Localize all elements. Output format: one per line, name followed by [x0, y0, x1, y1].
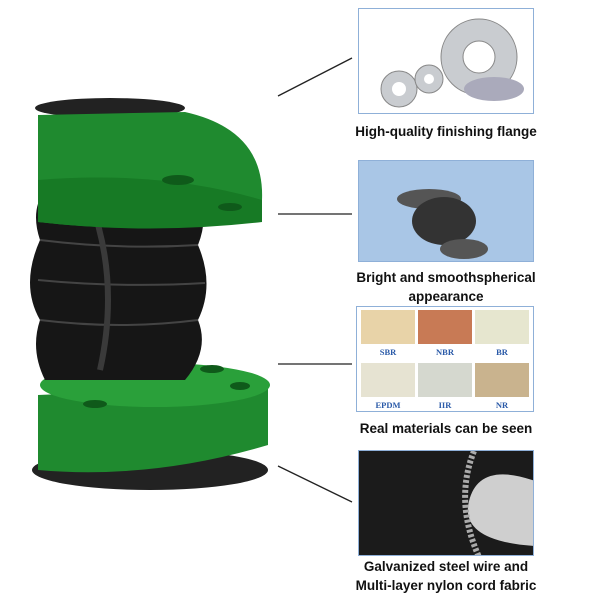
material-swatch [475, 310, 529, 344]
material-label: BR [496, 347, 508, 357]
caption-line: appearance [408, 289, 484, 304]
spherical-joint-photo [358, 160, 534, 262]
expansion-joint-image [30, 98, 270, 490]
caption-flange: High-quality finishing flange [355, 124, 537, 139]
material-label: EPDM [375, 400, 401, 410]
caption-line: Bright and smoothspherical [356, 270, 536, 285]
caption-materials: Real materials can be seen [359, 421, 533, 436]
material-swatch [361, 310, 415, 344]
material-label: NR [495, 400, 509, 410]
caption-spherical: Bright and smoothspherical appearance [340, 268, 552, 306]
cross-section-photo [358, 450, 534, 556]
caption-line: Multi-layer nylon cord fabric [355, 578, 537, 593]
material-label: NBR [436, 347, 454, 357]
material-swatch [418, 363, 472, 397]
callout-lines [277, 57, 353, 503]
caption-reinforcement: Galvanized steel wire and Multi-layer ny… [340, 557, 552, 595]
material-swatch [418, 310, 472, 344]
material-swatch [361, 363, 415, 397]
flange-photo [358, 8, 534, 114]
caption-line: Galvanized steel wire and [363, 559, 529, 574]
materials-grid: SBR NBR BR EPDM IIR NR [356, 306, 534, 412]
material-label: IIR [438, 400, 452, 410]
material-label: SBR [379, 347, 397, 357]
material-swatch [475, 363, 529, 397]
